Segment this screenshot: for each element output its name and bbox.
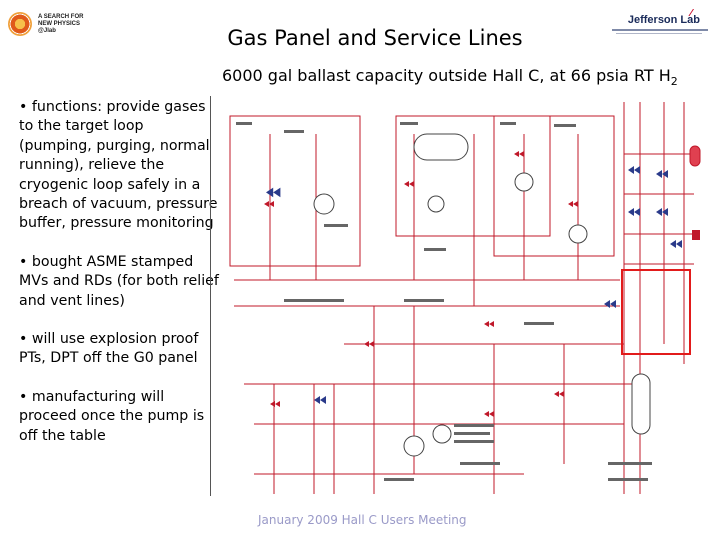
jlab-underline [612, 29, 708, 31]
subtitle-text: 6000 gal ballast capacity outside Hall C… [222, 66, 671, 85]
jlab-tagline-bar [616, 33, 702, 34]
bullet-item: • will use explosion proof PTs, DPT off … [19, 331, 199, 367]
slide-title: Gas Panel and Service Lines [227, 26, 523, 50]
footer-text: January 2009 Hall C Users Meeting [258, 513, 467, 527]
subtitle-subscript: 2 [670, 75, 678, 89]
jlab-name: Jefferson Lab [627, 14, 700, 26]
bullet-item: • functions: provide gases to the target… [19, 99, 218, 232]
logo-emblem-icon [8, 12, 32, 36]
bullet-item: • bought ASME stamped MVs and RDs (for b… [19, 253, 219, 309]
search-new-physics-logo: A SEARCH FOR NEW PHYSICS @Jlab [6, 10, 86, 44]
jefferson-lab-logo: ⁄ Jefferson Lab [612, 8, 708, 38]
bullet-list: • functions: provide gases to the target… [19, 98, 219, 465]
gas-panel-schematic [229, 102, 701, 494]
divider-line [210, 96, 211, 496]
jlab-swoosh-icon: ⁄ [690, 8, 692, 19]
logo-text: A SEARCH FOR NEW PHYSICS @Jlab [38, 14, 84, 34]
bullet-item: • manufacturing will proceed once the pu… [19, 388, 205, 444]
slide-subtitle: 6000 gal ballast capacity outside Hall C… [222, 66, 712, 88]
